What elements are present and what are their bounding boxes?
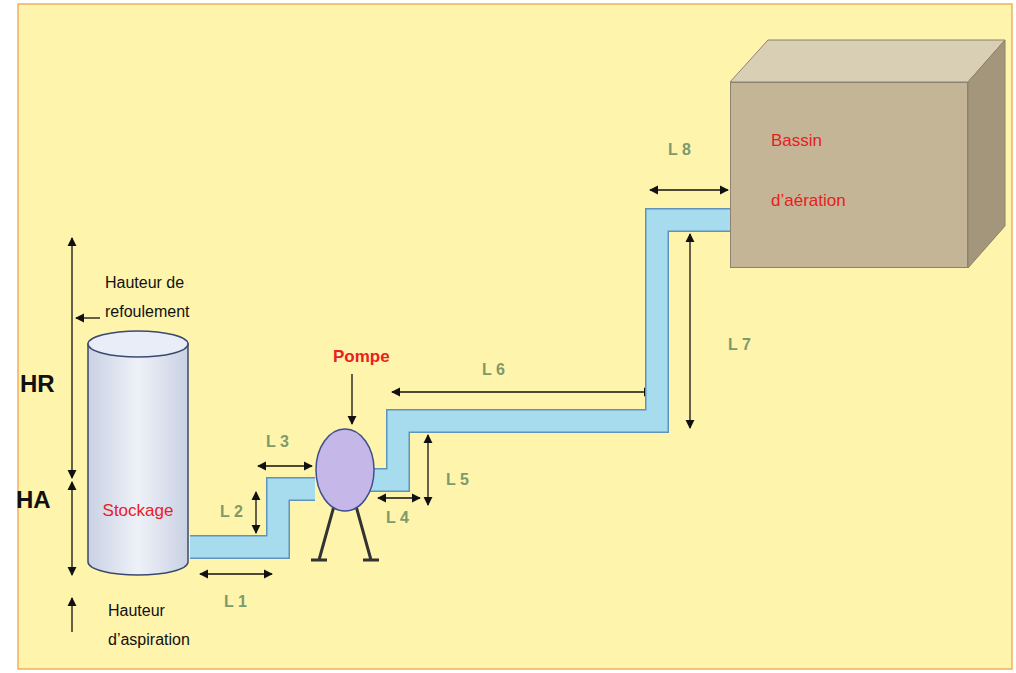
pump-label: Pompe	[333, 346, 413, 368]
length-label: L 7	[728, 335, 768, 355]
pointer-arrow	[76, 317, 100, 318]
tank-label: Stockage	[86, 500, 190, 522]
pipe	[190, 489, 315, 547]
pump: Pompe	[315, 428, 375, 512]
dimension-arrow	[258, 465, 312, 466]
pipe-fill	[190, 489, 315, 547]
length-label: L 8	[668, 140, 708, 160]
dimension-arrow	[392, 391, 652, 392]
basin-side-face	[968, 40, 1005, 268]
length-label: L 1	[224, 592, 264, 612]
pointer-arrow	[71, 598, 72, 632]
dimension-arrow	[427, 435, 428, 505]
height-arrow	[71, 482, 72, 575]
dimension-arrow	[650, 189, 728, 190]
pump-outline	[315, 428, 375, 512]
aeration-basin: Bassin d’aération	[730, 82, 968, 268]
pipe	[367, 220, 730, 480]
pump-legs	[311, 506, 379, 560]
height-label: Hauteur de refoulement	[105, 268, 240, 326]
pipe-wall	[190, 489, 315, 547]
height-symbol: HR	[20, 370, 68, 398]
basin-top-face	[730, 40, 1005, 82]
dimension-arrow	[378, 497, 420, 498]
pipe-wall	[367, 220, 730, 480]
storage-tank: Stockage	[86, 330, 190, 576]
dimension-arrow	[255, 492, 256, 533]
dimension-arrow	[200, 573, 272, 574]
dimension-arrow	[689, 234, 690, 428]
tank-top	[88, 331, 188, 357]
pump-body	[316, 429, 374, 511]
height-symbol: HA	[16, 486, 66, 514]
length-label: L 6	[482, 360, 522, 380]
length-label: L 5	[446, 470, 486, 490]
basin-label: Bassin d’aération	[771, 111, 893, 231]
height-label: Hauteur d’aspiration	[108, 596, 220, 654]
tank-body	[88, 344, 188, 575]
length-label: L 2	[220, 502, 254, 522]
length-label: L 4	[386, 508, 426, 528]
length-label: L 3	[266, 432, 306, 452]
background-panel	[18, 4, 1012, 669]
tank-outline	[86, 330, 190, 576]
pointer-arrow	[351, 374, 352, 424]
pipe-fill	[367, 220, 730, 480]
height-arrow	[71, 238, 72, 478]
